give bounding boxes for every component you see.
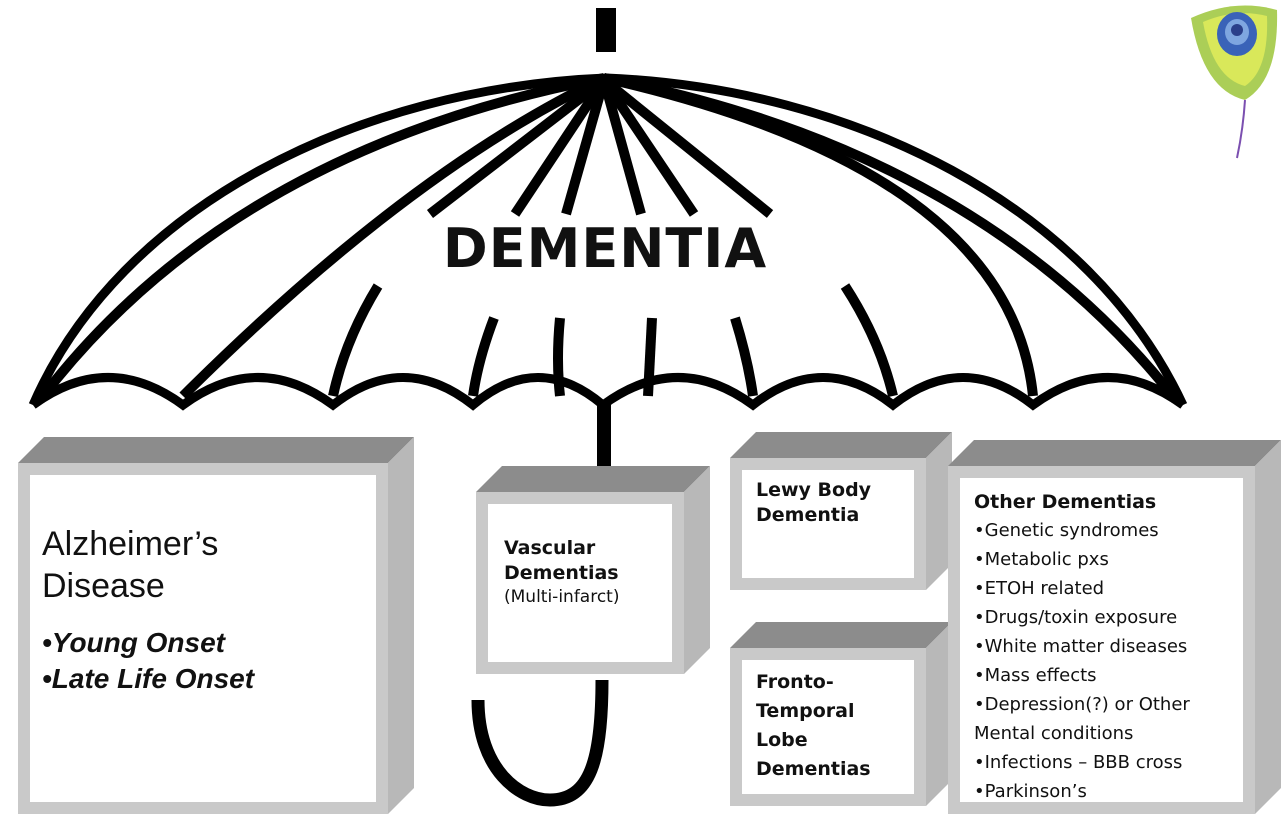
other-dementias-item: Mental conditions [974,719,1190,748]
lewy-title-line2: Dementia [756,503,871,528]
box-top-face [18,437,414,463]
box-top-face [948,440,1281,466]
box-side-face [1255,440,1281,814]
vascular-content: Vascular Dementias (Multi-infarct) [504,536,619,609]
box-top-face [476,466,710,492]
vascular-box: Vascular Dementias (Multi-infarct) [476,466,710,674]
peacock-feather-icon [1183,0,1281,160]
other-dementias-item: •Drugs/toxin exposure [974,603,1190,632]
frontotemporal-line: Dementias [756,755,871,784]
box-top-face [730,432,952,458]
frontotemporal-line: Fronto- [756,668,871,697]
other-dementias-box: Other Dementias •Genetic syndromes •Meta… [948,440,1281,814]
alzheimers-title-line2: Disease [42,565,254,607]
other-dementias-item: •Mass effects [974,661,1190,690]
other-dementias-item: •ETOH related [974,574,1190,603]
alzheimers-box: Alzheimer’s Disease •Young Onset •Late L… [18,437,414,814]
other-dementias-content: Other Dementias •Genetic syndromes •Meta… [974,488,1190,806]
box-side-face [388,437,414,814]
box-top-face [730,622,952,648]
vascular-subtitle: (Multi-infarct) [504,586,619,609]
other-dementias-item: •Infections – BBB cross [974,748,1190,777]
box-side-face [684,466,710,674]
other-dementias-item: •Genetic syndromes [974,516,1190,545]
vascular-title-line1: Vascular [504,536,619,561]
alzheimers-title-line1: Alzheimer’s [42,523,254,565]
dementia-title: DEMENTIA [440,222,770,276]
other-dementias-item: •Metabolic pxs [974,545,1190,574]
other-dementias-item: •Depression(?) or Other [974,690,1190,719]
frontotemporal-content: Fronto- Temporal Lobe Dementias [756,668,871,784]
lewy-body-box: Lewy Body Dementia [730,432,952,590]
lewy-body-content: Lewy Body Dementia [756,478,871,528]
alzheimers-content: Alzheimer’s Disease •Young Onset •Late L… [42,523,254,697]
other-dementias-item: •White matter diseases [974,632,1190,661]
frontotemporal-box: Fronto- Temporal Lobe Dementias [730,622,952,806]
vascular-title-line2: Dementias [504,561,619,586]
lewy-title-line1: Lewy Body [756,478,871,503]
alzheimers-item: •Late Life Onset [42,661,254,697]
other-dementias-title: Other Dementias [974,488,1190,516]
alzheimers-item: •Young Onset [42,625,254,661]
frontotemporal-line: Temporal [756,697,871,726]
other-dementias-item: •Parkinson’s [974,777,1190,806]
frontotemporal-line: Lobe [756,726,871,755]
umbrella-tip [596,8,616,52]
umbrella-handle [478,680,602,800]
